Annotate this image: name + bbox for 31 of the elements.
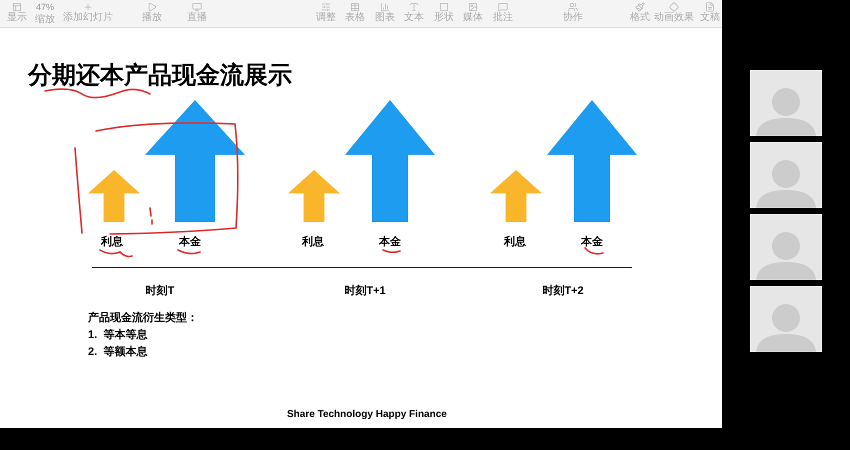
toolbar-label: 协作 — [563, 12, 583, 24]
toolbar-label: 缩放 — [35, 14, 55, 26]
note-text: 1. 等本等息 — [88, 328, 148, 343]
arrow-label: 利息 — [504, 234, 526, 250]
toolbar-label: 显示 — [7, 12, 27, 24]
toolbar-label: 格式 — [630, 12, 650, 24]
toolbar-label: 动画效果 — [654, 12, 694, 24]
zoom-value: 47% — [36, 2, 54, 13]
toolbar-label: 播放 — [142, 12, 162, 24]
arrow-label: 本金 — [581, 234, 603, 250]
toolbar-label: 文本 — [404, 12, 424, 24]
toolbar-label: 添加幻灯片 — [63, 12, 113, 24]
time-label: 时刻T — [146, 284, 174, 299]
toolbar-label: 形状 — [434, 12, 454, 24]
toolbar-label: 调整 — [316, 12, 336, 24]
toolbar-label: 直播 — [187, 12, 207, 24]
note-text: 2. 等额本息 — [88, 344, 148, 360]
arrow-label: 本金 — [379, 234, 401, 250]
slide-title: 分期还本产品现金流展示 — [28, 61, 292, 91]
toolbar-label: 表格 — [345, 12, 365, 24]
footer-slogan: Share Technology Happy Finance — [287, 408, 447, 422]
toolbar-label: 文稿 — [700, 12, 720, 24]
toolbar-label: 批注 — [493, 12, 513, 24]
note-text: 产品现金流衍生类型： — [88, 310, 198, 326]
arrow-label: 利息 — [101, 234, 123, 250]
time-label: 时刻T+2 — [542, 284, 584, 299]
time-label: 时刻T+1 — [344, 284, 386, 299]
arrow-label: 利息 — [302, 234, 324, 250]
toolbar-label: 图表 — [375, 12, 395, 24]
toolbar-label: 媒体 — [463, 12, 483, 24]
arrow-label: 本金 — [179, 234, 201, 250]
